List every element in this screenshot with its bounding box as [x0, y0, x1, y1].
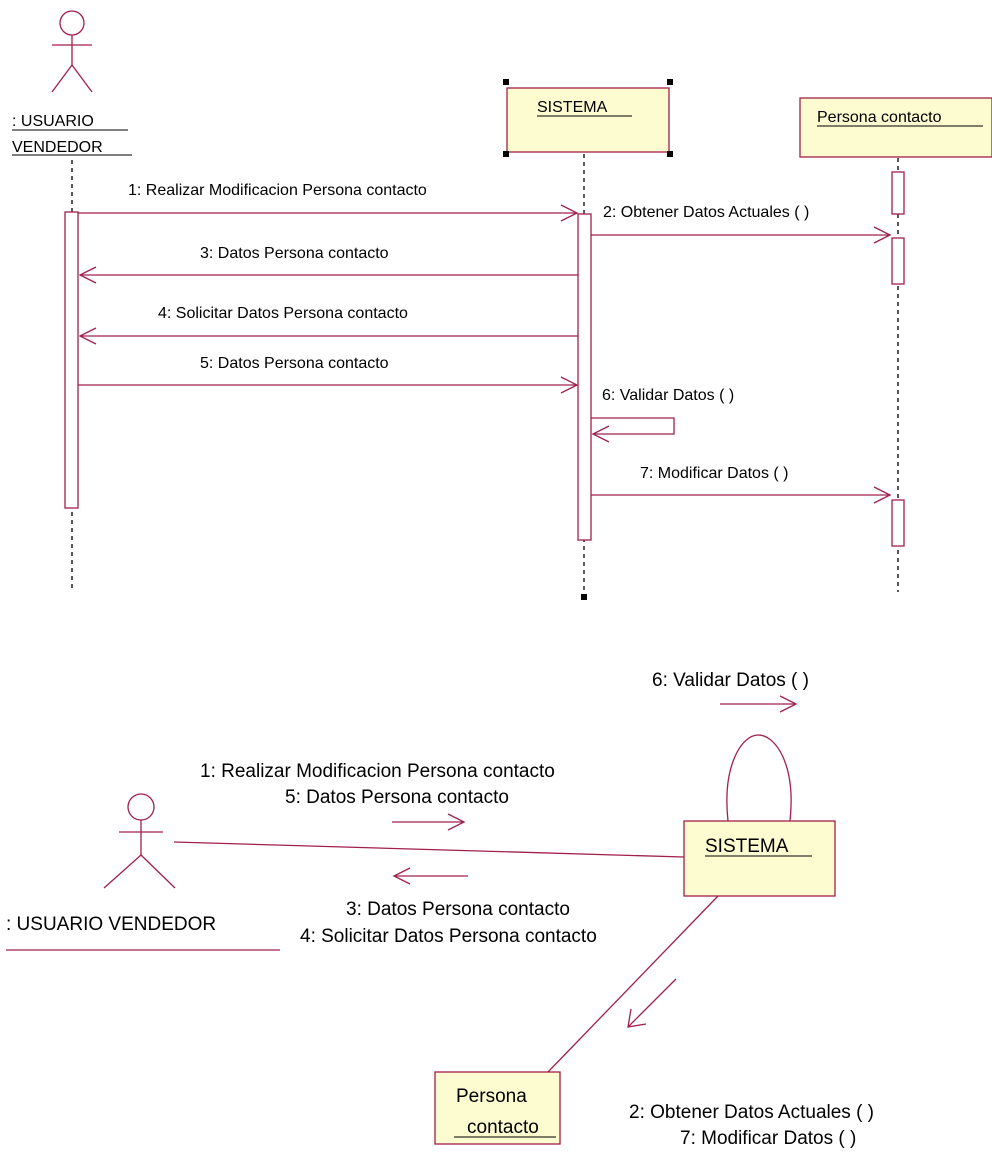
message-2-label: 2: Obtener Datos Actuales ( ): [603, 204, 809, 221]
actor-head: [59, 10, 85, 36]
collab-arrowhead-self: [779, 695, 798, 713]
sequence-diagram: : USUARIO VENDEDOR SISTEMA Persona conta…: [12, 10, 992, 600]
persona-activation-3: [891, 499, 905, 547]
actor-label-line2: VENDEDOR: [12, 139, 103, 156]
collab-self-msg-label: 6: Validar Datos ( ): [652, 670, 809, 691]
collab-persona-label-line2: contacto: [467, 1117, 539, 1138]
collaboration-diagram: : USUARIO VENDEDOR SISTEMA Persona conta…: [6, 670, 874, 1149]
sistema-activation: [577, 213, 592, 541]
message-7-arrowhead: [873, 486, 892, 504]
message-4-label: 4: Solicitar Datos Persona contacto: [158, 305, 408, 322]
selection-handle-br[interactable]: [667, 151, 673, 157]
selection-handle-bl[interactable]: [503, 151, 509, 157]
message-7-label: 7: Modificar Datos ( ): [640, 465, 788, 482]
persona-activation-1: [891, 171, 905, 215]
sistema-object-label: SISTEMA: [537, 99, 608, 116]
message-6-label: 6: Validar Datos ( ): [602, 387, 734, 404]
collab-arrowhead-to-sistema: [447, 813, 466, 831]
message-2-arrowhead: [873, 226, 892, 244]
selection-handle-tl[interactable]: [503, 79, 509, 85]
collab-msg-1-label: 1: Realizar Modificacion Persona contact…: [200, 761, 555, 782]
collab-link-actor-sistema[interactable]: [173, 841, 685, 858]
actor-usuario-vendedor[interactable]: [51, 10, 93, 93]
collab-persona-label-line1: Persona: [456, 1086, 527, 1107]
selection-handle-tr[interactable]: [667, 79, 673, 85]
persona-object-label: Persona contacto: [817, 109, 942, 126]
collab-arrowhead-to-actor: [392, 867, 411, 885]
message-3-arrowhead: [78, 266, 97, 284]
actor-leg-left: [51, 64, 73, 93]
actor-activation: [64, 211, 79, 509]
message-5-label: 5: Datos Persona contacto: [200, 355, 389, 372]
message-6-arrowhead: [591, 425, 610, 443]
collab-actor-label: : USUARIO VENDEDOR: [6, 914, 216, 935]
collab-actor-leg-right: [140, 854, 176, 889]
collab-msg-2-label: 2: Obtener Datos Actuales ( ): [629, 1102, 874, 1123]
collab-arrow-to-persona: [627, 978, 677, 1028]
collab-arrowhead-to-persona: [627, 1008, 647, 1028]
message-6-self-arrow[interactable]: [591, 417, 675, 435]
sistema-object-box[interactable]: [506, 87, 670, 153]
message-4-arrowhead: [78, 327, 97, 345]
selection-handle-bottom[interactable]: [581, 594, 587, 600]
collab-link-sistema-persona[interactable]: [547, 895, 719, 1073]
collab-msg-5-label: 5: Datos Persona contacto: [285, 787, 509, 808]
collab-msg-4-label: 4: Solicitar Datos Persona contacto: [300, 926, 597, 947]
collab-actor-head: [127, 793, 155, 821]
collab-persona-box[interactable]: [434, 1071, 561, 1145]
message-3-label: 3: Datos Persona contacto: [200, 245, 389, 262]
collab-msg-7-label: 7: Modificar Datos ( ): [680, 1128, 856, 1149]
collab-actor-leg-left: [103, 854, 142, 889]
persona-activation-2: [891, 237, 905, 285]
collab-actor-usuario-vendedor[interactable]: [103, 793, 176, 889]
message-5-arrowhead: [560, 376, 579, 394]
actor-leg-right: [71, 64, 93, 93]
persona-object-box[interactable]: [799, 97, 992, 158]
actor-label-line1: : USUARIO: [12, 113, 94, 130]
collab-self-loop[interactable]: [726, 734, 792, 822]
message-1-label: 1: Realizar Modificacion Persona contact…: [128, 182, 427, 199]
collab-msg-3-label: 3: Datos Persona contacto: [346, 899, 570, 920]
collab-sistema-box[interactable]: [683, 820, 836, 897]
collab-sistema-label: SISTEMA: [705, 836, 789, 857]
message-1-arrowhead: [560, 204, 579, 222]
